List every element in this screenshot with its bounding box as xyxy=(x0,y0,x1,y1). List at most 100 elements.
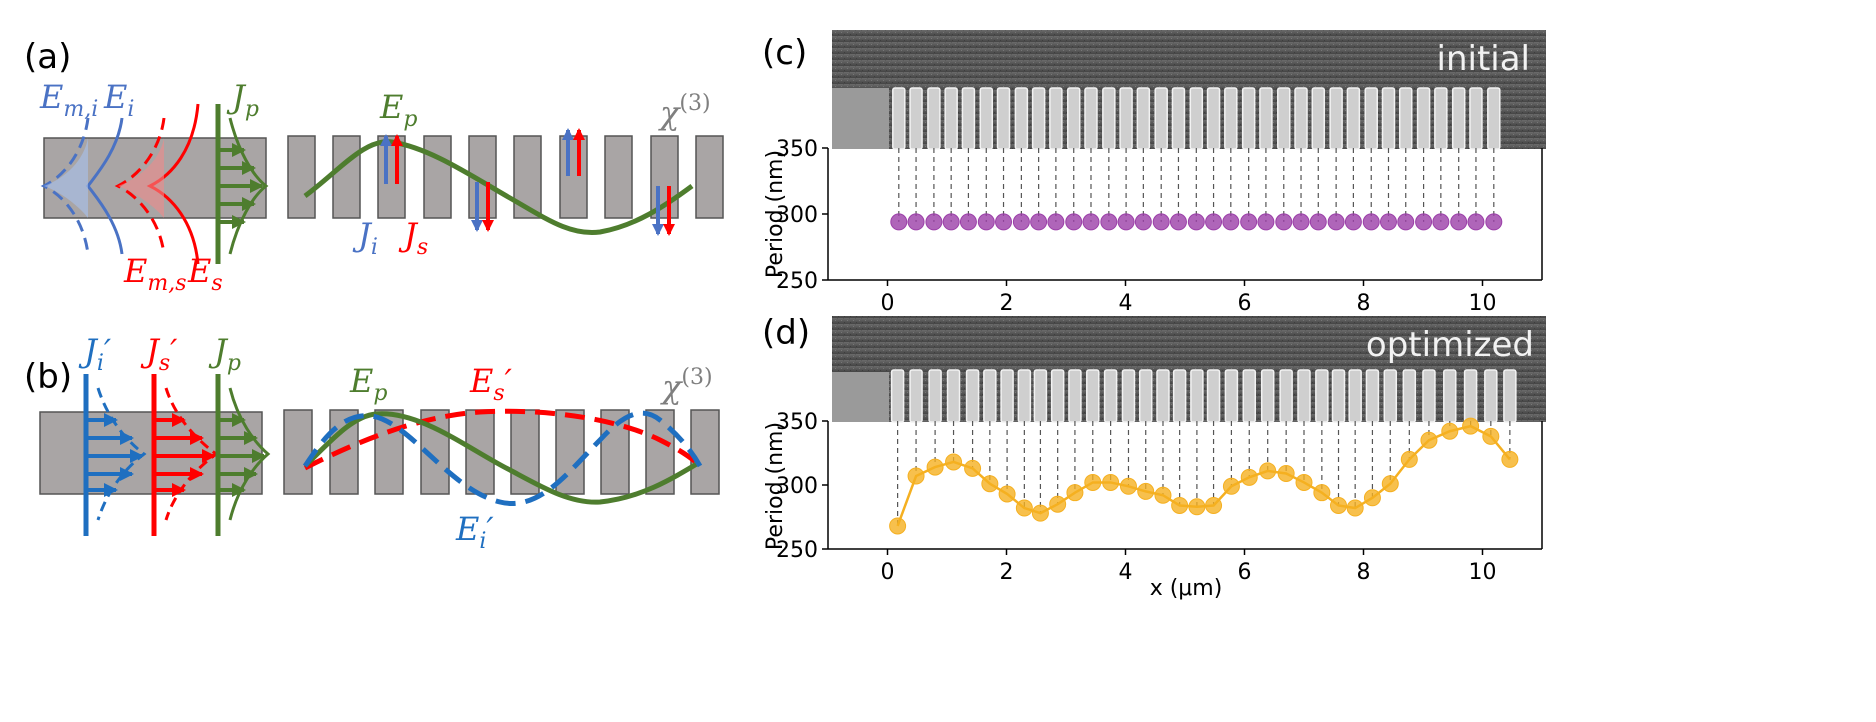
sem-grating-tooth xyxy=(1171,87,1186,150)
x-tick-label: 8 xyxy=(1357,560,1371,585)
data-point xyxy=(1462,417,1480,435)
data-point xyxy=(1313,484,1331,502)
sem-grating-tooth xyxy=(1463,369,1478,423)
label-e-i: Ei xyxy=(103,78,134,122)
data-point xyxy=(1205,496,1223,514)
sem-grating-tooth xyxy=(1381,87,1396,150)
data-point xyxy=(964,459,982,477)
sem-grating-tooth xyxy=(1206,369,1221,423)
sem-grating-tooth xyxy=(1084,87,1098,150)
sem-grating-tooth xyxy=(1422,369,1436,423)
label-e-i-prime: Ei′ xyxy=(455,510,494,554)
sem-grating-tooth xyxy=(1434,87,1448,150)
x-tick-label: 4 xyxy=(1119,291,1133,316)
x-tick-label: 2 xyxy=(1000,291,1014,316)
data-point xyxy=(1117,213,1135,231)
sem-grating-tooth xyxy=(909,369,923,423)
data-point xyxy=(907,467,925,485)
sem-grating-tooth xyxy=(1297,369,1311,423)
data-point xyxy=(959,213,977,231)
sem-grating-tooth xyxy=(1402,369,1417,423)
sem-grating-tooth xyxy=(961,87,976,150)
panel-label-b: (b) xyxy=(24,357,72,397)
sem-grating-tooth xyxy=(1017,369,1032,423)
data-point xyxy=(1432,213,1450,231)
sem-grating-tooth xyxy=(1365,369,1380,423)
sem-grating-tooth xyxy=(1154,87,1168,150)
label-e-s: Es xyxy=(187,252,223,296)
data-point xyxy=(1205,213,1223,231)
data-point xyxy=(1171,496,1189,514)
x-tick-label: 10 xyxy=(1469,291,1497,316)
data-point xyxy=(977,213,995,231)
x-tick-label: 6 xyxy=(1238,560,1252,585)
data-point xyxy=(926,458,944,476)
panel-b: (b) xyxy=(24,332,720,554)
data-point xyxy=(1137,482,1155,500)
data-point xyxy=(998,485,1016,503)
sem-grating-tooth xyxy=(1241,87,1256,150)
data-point xyxy=(907,213,925,231)
sem-grating-tooth xyxy=(1068,369,1082,423)
data-point xyxy=(1295,473,1313,491)
x-tick-label: 0 xyxy=(881,291,895,316)
x-tick-label: 4 xyxy=(1119,560,1133,585)
data-point xyxy=(1084,473,1102,491)
sem-grating-tooth xyxy=(890,369,905,423)
data-point xyxy=(1450,213,1468,231)
data-point xyxy=(1485,213,1503,231)
data-point xyxy=(1501,450,1519,468)
data-point xyxy=(945,453,963,471)
sem-label-initial: initial xyxy=(1437,39,1531,79)
sem-grating-tooth xyxy=(944,87,958,150)
sem-grating-tooth xyxy=(892,87,906,150)
sem-image-optimized: optimized xyxy=(832,316,1546,423)
data-point xyxy=(890,213,908,231)
sem-grating-tooth xyxy=(1103,369,1118,423)
panel-label-a: (a) xyxy=(24,37,71,77)
sem-grating-tooth xyxy=(1033,369,1048,423)
label-j-i: Ji xyxy=(352,216,378,260)
sem-grating-tooth xyxy=(1049,87,1063,150)
x-tick-label: 2 xyxy=(1000,560,1014,585)
data-point xyxy=(1275,213,1293,231)
data-point xyxy=(1397,213,1415,231)
sem-grating-tooth xyxy=(928,369,942,423)
panel-label-c: (c) xyxy=(762,33,807,73)
sem-grating-tooth xyxy=(1451,87,1466,150)
data-point xyxy=(1363,489,1381,507)
data-point xyxy=(1152,213,1170,231)
data-point xyxy=(1049,495,1067,513)
sem-grating-tooth xyxy=(1294,87,1308,150)
label-e-s-prime: Es′ xyxy=(469,362,513,406)
x-tick-label: 6 xyxy=(1238,291,1252,316)
sem-grating-tooth xyxy=(1416,87,1431,150)
data-point xyxy=(1169,213,1187,231)
sem-grating-tooth xyxy=(1311,87,1326,150)
data-point xyxy=(1420,431,1438,449)
sem-grating-tooth xyxy=(946,369,961,423)
sem-grating-tooth xyxy=(1050,369,1065,423)
sem-grating-tooth xyxy=(1279,369,1293,423)
data-point xyxy=(1482,427,1500,445)
x-axis-label-d: x (μm) xyxy=(1150,576,1223,601)
data-point xyxy=(1292,213,1310,231)
y-tick-label: 250 xyxy=(776,538,818,563)
y-axis-label-d: Period (nm) xyxy=(763,422,788,550)
y-tick-label: 300 xyxy=(776,474,818,499)
sem-grating-tooth xyxy=(979,87,994,150)
sem-label-optimized: optimized xyxy=(1366,325,1534,365)
sem-grating-tooth xyxy=(1329,87,1343,150)
pump-field-ep-wave-b xyxy=(303,411,702,505)
label-j-s: Js xyxy=(398,216,428,260)
sem-grating-tooth xyxy=(983,369,997,423)
y-tick-label: 350 xyxy=(776,137,818,162)
y-tick-label: 350 xyxy=(776,410,818,435)
label-j-p-b: Jp xyxy=(208,332,241,376)
label-chi3-b: χ(3) xyxy=(660,365,713,406)
y-axis-label-c: Period (nm) xyxy=(763,150,788,278)
